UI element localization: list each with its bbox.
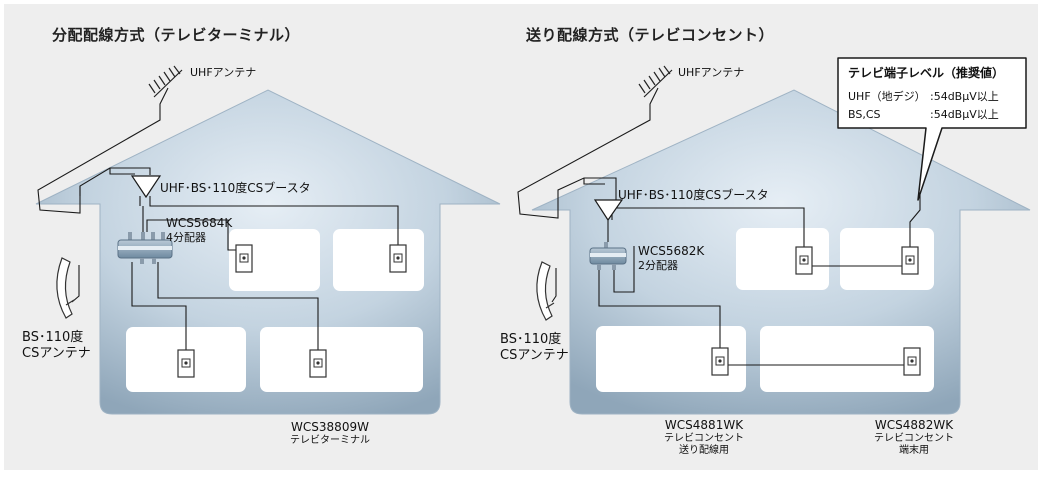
left-dish-label-2: CSアンテナ [22,346,91,361]
left-outlet-4 [309,349,327,378]
left-room-bottom-2 [260,327,423,392]
left-booster-icon [130,175,162,199]
right-antenna-label: UHFアンテナ [678,66,745,79]
right-outlet1-model: WCS4881WK [664,418,744,432]
right-outlet-1 [795,246,813,275]
left-outlet-name: テレビターミナル [290,435,370,446]
left-booster-label: UHF･BS･110度CSブースタ [160,181,311,195]
right-booster-label: UHF･BS･110度CSブースタ [618,188,769,202]
right-outlet-4 [903,347,921,376]
left-dish-label-1: BS･110度 [22,330,84,345]
left-room-top-2 [333,229,424,291]
right-outlet-2 [901,246,919,275]
right-room-top-1 [736,228,829,290]
left-splitter-icon [117,232,173,264]
right-outlet1-caption: WCS4881WK テレビコンセント 送り配線用 [664,418,744,457]
left-outlet-1 [235,244,253,273]
right-booster-icon [593,199,624,222]
right-room-top-2 [840,228,934,290]
left-splitter-type: 4分配器 [166,231,206,244]
right-outlet2-model: WCS4882WK [874,418,954,432]
left-outlet-2 [389,244,407,273]
level-callout-box [837,57,1027,201]
left-dish-icon [56,257,75,319]
left-outlet-model: WCS38809W [291,420,369,434]
right-dish-label-2: CSアンテナ [500,348,569,363]
right-outlet1-use: 送り配線用 [679,445,729,456]
right-title: 送り配線方式（テレビコンセント） [526,26,775,44]
right-splitter-icon [589,242,627,270]
level-row2-label: BS,CS [848,108,881,121]
left-splitter-model: WCS5684K [166,216,233,230]
level-row1-label: UHF（地デジ） [848,90,926,103]
left-outlet-3 [177,349,195,378]
level-row1-value: :54dBμV以上 [930,90,999,103]
left-outlet-caption: WCS38809W テレビターミナル [290,420,370,447]
left-title: 分配配線方式（テレビターミナル） [52,26,301,44]
right-room-bottom-1 [596,326,746,392]
right-room-bottom-2 [760,326,934,392]
left-wiring [37,87,399,350]
right-splitter-type: 2分配器 [638,259,678,272]
right-outlet-3 [711,347,729,376]
right-dish-label-1: BS･110度 [500,332,562,347]
level-title: テレビ端子レベル（推奨値） [848,66,1005,80]
right-outlet2-caption: WCS4882WK テレビコンセント 端末用 [874,418,954,457]
right-outlet1-name: テレビコンセント [664,433,744,444]
right-outlet2-name: テレビコンセント [874,433,954,444]
left-uhf-antenna-icon [148,65,183,98]
right-outlet2-use: 端末用 [899,445,929,456]
level-row2-value: :54dBμV以上 [930,108,999,121]
right-splitter-model: WCS5682K [638,244,705,258]
right-dish-icon [536,261,555,321]
left-antenna-label: UHFアンテナ [190,66,257,79]
right-uhf-antenna-icon [638,65,673,98]
